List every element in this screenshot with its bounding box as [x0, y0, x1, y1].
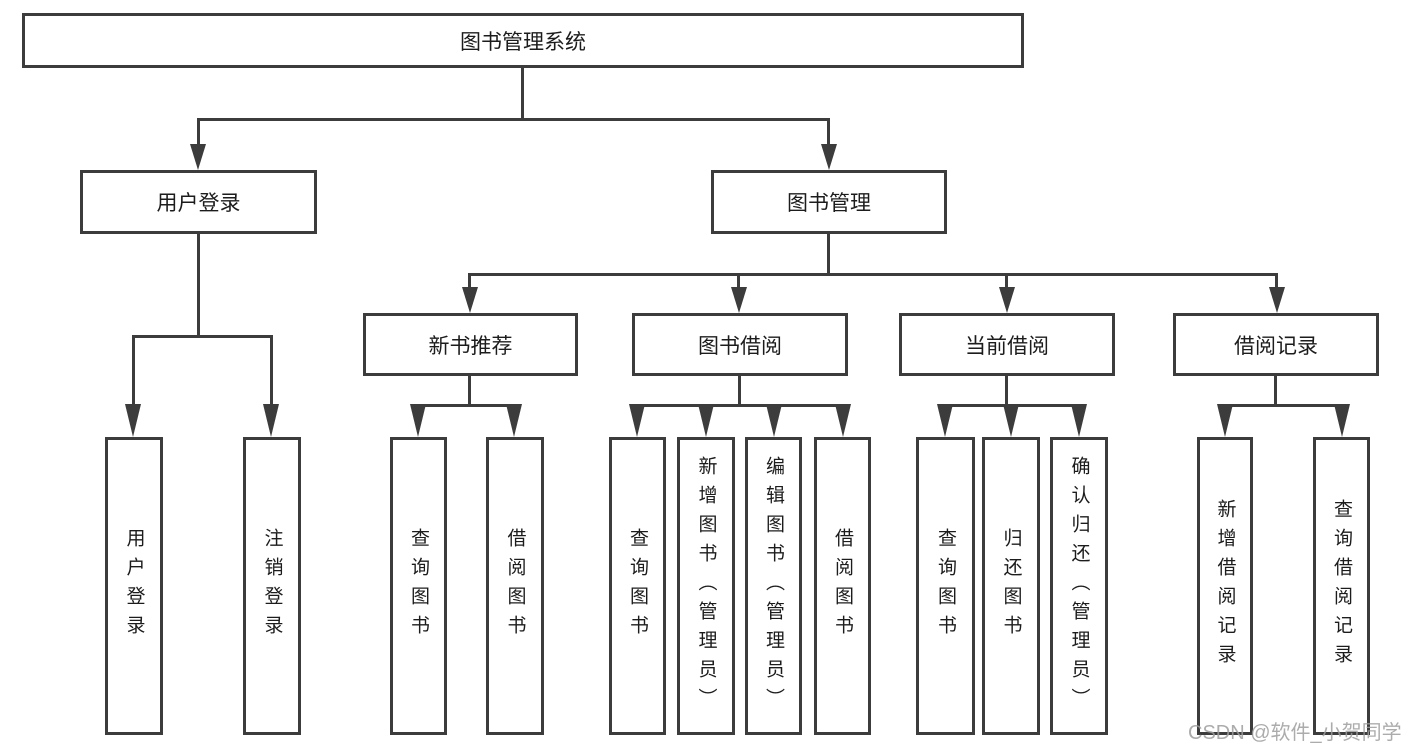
- connector-line: [827, 118, 830, 146]
- arrow-down-icon: [190, 144, 206, 170]
- connector-line: [738, 375, 741, 406]
- connector-line: [636, 404, 844, 407]
- leaf-query-borrow-record-label: 查询借阅记录: [1331, 499, 1352, 673]
- leaf-edit-book-admin: 编辑图书（管理员）: [745, 437, 802, 735]
- connector-line: [197, 118, 200, 146]
- node-borrow-records-label: 借阅记录: [1234, 334, 1318, 358]
- node-new-book-recommend-label: 新书推荐: [428, 334, 513, 358]
- arrow-down-icon: [1334, 404, 1350, 437]
- connector-line: [197, 118, 830, 121]
- leaf-add-borrow-record: 新增借阅记录: [1197, 437, 1253, 735]
- leaf-borrow-book-recommend: 借阅图书: [486, 437, 544, 735]
- arrow-down-icon: [1003, 404, 1019, 437]
- node-current-borrow-label: 当前借阅: [965, 334, 1049, 358]
- arrow-down-icon: [1217, 404, 1233, 437]
- node-borrow-records: 借阅记录: [1173, 313, 1379, 376]
- node-book-borrow-label: 图书借阅: [698, 334, 782, 358]
- node-book-management: 图书管理: [711, 170, 947, 234]
- node-new-book-recommend: 新书推荐: [363, 313, 578, 376]
- arrow-down-icon: [937, 404, 953, 437]
- connector-line: [468, 375, 471, 406]
- arrow-down-icon: [821, 144, 837, 170]
- connector-line: [737, 273, 740, 289]
- leaf-user-login: 用户登录: [105, 437, 163, 735]
- arrow-down-icon: [698, 404, 714, 437]
- leaf-confirm-return-admin-label: 确认归还（管理员）: [1068, 455, 1090, 717]
- arrow-down-icon: [462, 287, 478, 313]
- leaf-user-login-label: 用户登录: [123, 528, 145, 644]
- leaf-add-book-admin-label: 新增图书（管理员）: [695, 455, 717, 717]
- arrow-down-icon: [125, 404, 141, 437]
- arrow-down-icon: [506, 404, 522, 437]
- leaf-return-book-label: 归还图书: [1000, 528, 1022, 644]
- connector-line: [1274, 375, 1277, 406]
- leaf-query-book-current-label: 查询图书: [935, 528, 956, 644]
- connector-line: [270, 335, 273, 407]
- leaf-add-book-admin: 新增图书（管理员）: [677, 437, 735, 735]
- arrow-down-icon: [999, 287, 1015, 313]
- connector-line: [1005, 273, 1008, 289]
- arrow-down-icon: [1269, 287, 1285, 313]
- node-book-borrow: 图书借阅: [632, 313, 848, 376]
- leaf-query-borrow-record: 查询借阅记录: [1313, 437, 1370, 735]
- node-root-label: 图书管理系统: [460, 30, 586, 54]
- connector-line: [132, 335, 135, 407]
- node-user-login: 用户登录: [80, 170, 317, 234]
- arrow-down-icon: [766, 404, 782, 437]
- csdn-watermark: CSDN @软件_小贺同学: [1188, 722, 1402, 744]
- connector-line: [521, 68, 524, 120]
- arrow-down-icon: [410, 404, 426, 437]
- leaf-query-book-recommend: 查询图书: [390, 437, 447, 735]
- leaf-query-book-borrow-label: 查询图书: [627, 528, 648, 644]
- node-user-login-label: 用户登录: [156, 192, 241, 215]
- leaf-borrow-book-label: 借阅图书: [832, 528, 853, 644]
- connector-line: [1275, 273, 1278, 289]
- connector-line: [827, 233, 830, 275]
- connector-line: [1224, 404, 1343, 407]
- connector-line: [197, 233, 200, 337]
- leaf-add-borrow-record-label: 新增借阅记录: [1214, 499, 1236, 673]
- arrow-down-icon: [263, 404, 279, 437]
- leaf-return-book: 归还图书: [982, 437, 1040, 735]
- leaf-query-book-borrow: 查询图书: [609, 437, 666, 735]
- leaf-query-book-current: 查询图书: [916, 437, 975, 735]
- node-book-management-label: 图书管理: [787, 192, 871, 215]
- leaf-confirm-return-admin: 确认归还（管理员）: [1050, 437, 1108, 735]
- arrow-down-icon: [629, 404, 645, 437]
- node-root: 图书管理系统: [22, 13, 1024, 68]
- connector-line: [469, 273, 1278, 276]
- connector-line: [1005, 375, 1008, 406]
- arrow-down-icon: [731, 287, 747, 313]
- arrow-down-icon: [1071, 404, 1087, 437]
- leaf-borrow-book: 借阅图书: [814, 437, 871, 735]
- leaf-borrow-book-recommend-label: 借阅图书: [504, 528, 526, 644]
- leaf-edit-book-admin-label: 编辑图书（管理员）: [763, 455, 784, 717]
- arrow-down-icon: [835, 404, 851, 437]
- leaf-logout-label: 注销登录: [261, 528, 283, 644]
- leaf-query-book-recommend-label: 查询图书: [408, 528, 429, 644]
- connector-line: [417, 404, 515, 407]
- connector-line: [132, 335, 273, 338]
- node-current-borrow: 当前借阅: [899, 313, 1115, 376]
- leaf-logout: 注销登录: [243, 437, 301, 735]
- connector-line: [468, 273, 471, 289]
